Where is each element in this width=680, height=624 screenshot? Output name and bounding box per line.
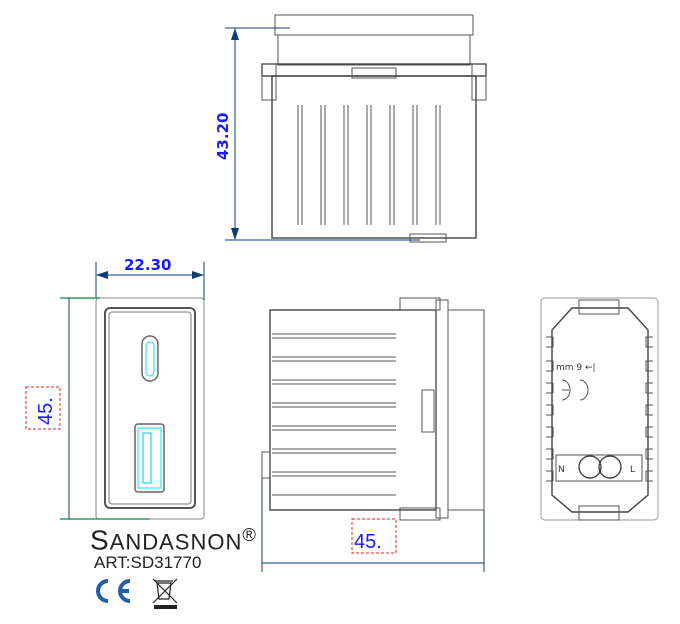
dimension-top-height: 43.20	[214, 27, 420, 241]
dimension-front-width-label: 22.30	[124, 256, 171, 274]
wire-strip-length-label: mm 9 ←|	[556, 363, 596, 373]
top-view	[261, 14, 487, 243]
back-view: mm 9 ←| N L	[540, 297, 659, 521]
side-view-fins	[272, 333, 396, 496]
article-number: ART:SD31770	[94, 553, 202, 572]
dimension-front-height-label: 45.	[35, 397, 57, 425]
dimension-front-width: 22.30	[95, 256, 205, 300]
dimension-front-height: 45.	[25, 297, 150, 520]
brand-rest: ANDASNON	[109, 529, 243, 555]
usb-a-port	[134, 423, 165, 493]
terminal-n-label: N	[558, 465, 565, 475]
terminal-l-label: L	[630, 465, 635, 475]
weee-bin-icon	[152, 578, 178, 609]
side-view	[261, 297, 485, 521]
dimension-top-height-label: 43.20	[214, 113, 232, 160]
ce-mark	[96, 579, 131, 603]
dimension-side-width: 45.	[261, 478, 485, 572]
brand-name: SANDASNON®	[90, 524, 257, 556]
brand-initial: S	[90, 524, 110, 556]
top-view-fins	[297, 105, 441, 225]
back-view-clips	[546, 336, 653, 482]
dimension-side-width-label: 45.	[354, 531, 382, 553]
registered-mark: ®	[242, 524, 257, 545]
front-view	[95, 297, 205, 520]
usb-c-port	[141, 335, 159, 382]
